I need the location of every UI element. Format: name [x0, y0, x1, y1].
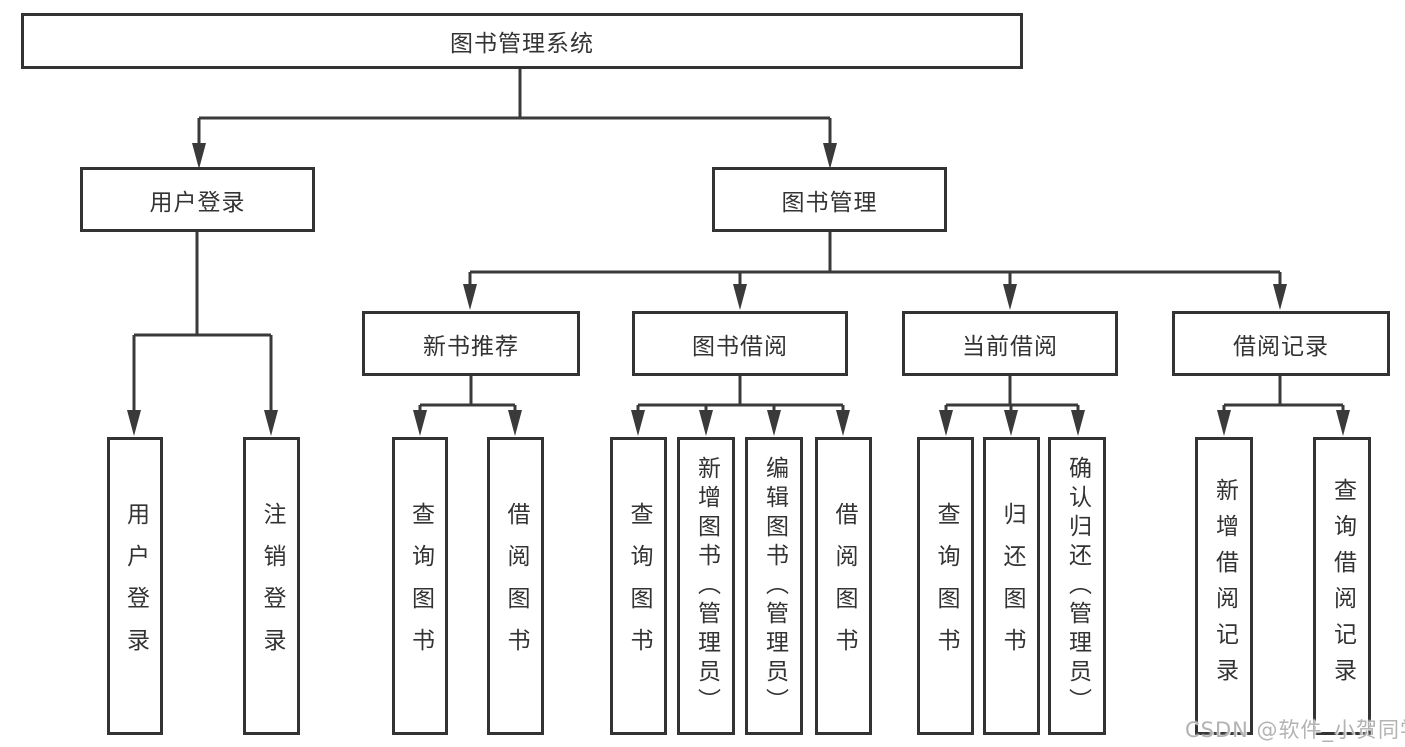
- node-book-management-label: 图书管理: [781, 189, 878, 216]
- leaf-query-books-current-label: 查询图书: [933, 502, 959, 670]
- leaf-borrow-books-borrowing-label: 借阅图书: [831, 502, 857, 670]
- node-book-management: 图书管理: [712, 167, 947, 232]
- csdn-watermark: CSDN @软件_小贺同学: [1185, 718, 1405, 742]
- leaf-borrow-books-recommend: 借阅图书: [487, 437, 544, 735]
- leaf-add-books-admin-label: 新增图书（管理员）: [693, 455, 720, 717]
- leaf-add-borrow-record: 新增借阅记录: [1195, 437, 1253, 735]
- node-current-borrowing: 当前借阅: [902, 311, 1118, 376]
- leaf-return-books-label: 归还图书: [999, 502, 1025, 670]
- leaf-query-books-borrowing-label: 查询图书: [626, 502, 652, 670]
- leaf-add-borrow-record-label: 新增借阅记录: [1211, 478, 1238, 694]
- node-book-borrowing-label: 图书借阅: [692, 333, 788, 360]
- leaf-confirm-return-admin-label: 确认归还（管理员）: [1064, 455, 1091, 717]
- node-borrowing-records-label: 借阅记录: [1233, 333, 1329, 360]
- leaf-return-books: 归还图书: [983, 437, 1040, 735]
- leaf-edit-books-admin: 编辑图书（管理员）: [745, 437, 803, 735]
- node-book-borrowing: 图书借阅: [632, 311, 848, 376]
- node-library-system: 图书管理系统: [21, 13, 1023, 69]
- leaf-edit-books-admin-label: 编辑图书（管理员）: [761, 455, 788, 717]
- leaf-add-books-admin: 新增图书（管理员）: [677, 437, 735, 735]
- leaf-query-borrow-record-label: 查询借阅记录: [1329, 478, 1356, 694]
- leaf-query-books-recommend: 查询图书: [392, 437, 448, 735]
- leaf-logout-label: 注销登录: [259, 502, 285, 670]
- leaf-borrow-books-borrowing: 借阅图书: [815, 437, 872, 735]
- node-user-login-label: 用户登录: [149, 189, 246, 216]
- leaf-borrow-books-recommend-label: 借阅图书: [503, 502, 529, 670]
- leaf-user-login-label: 用户登录: [122, 502, 149, 670]
- node-library-system-label: 图书管理系统: [450, 31, 594, 57]
- node-user-login: 用户登录: [80, 167, 315, 232]
- leaf-user-login: 用户登录: [107, 437, 163, 735]
- leaf-logout: 注销登录: [243, 437, 300, 735]
- node-borrowing-records: 借阅记录: [1172, 311, 1390, 376]
- leaf-query-books-current: 查询图书: [917, 437, 974, 735]
- node-new-book-recommendation: 新书推荐: [362, 311, 580, 376]
- leaf-query-borrow-record: 查询借阅记录: [1313, 437, 1371, 735]
- node-current-borrowing-label: 当前借阅: [962, 333, 1058, 360]
- node-new-book-recommendation-label: 新书推荐: [423, 333, 519, 360]
- leaf-query-books-borrowing: 查询图书: [610, 437, 667, 735]
- leaf-query-books-recommend-label: 查询图书: [407, 502, 434, 670]
- leaf-confirm-return-admin: 确认归还（管理员）: [1048, 437, 1106, 735]
